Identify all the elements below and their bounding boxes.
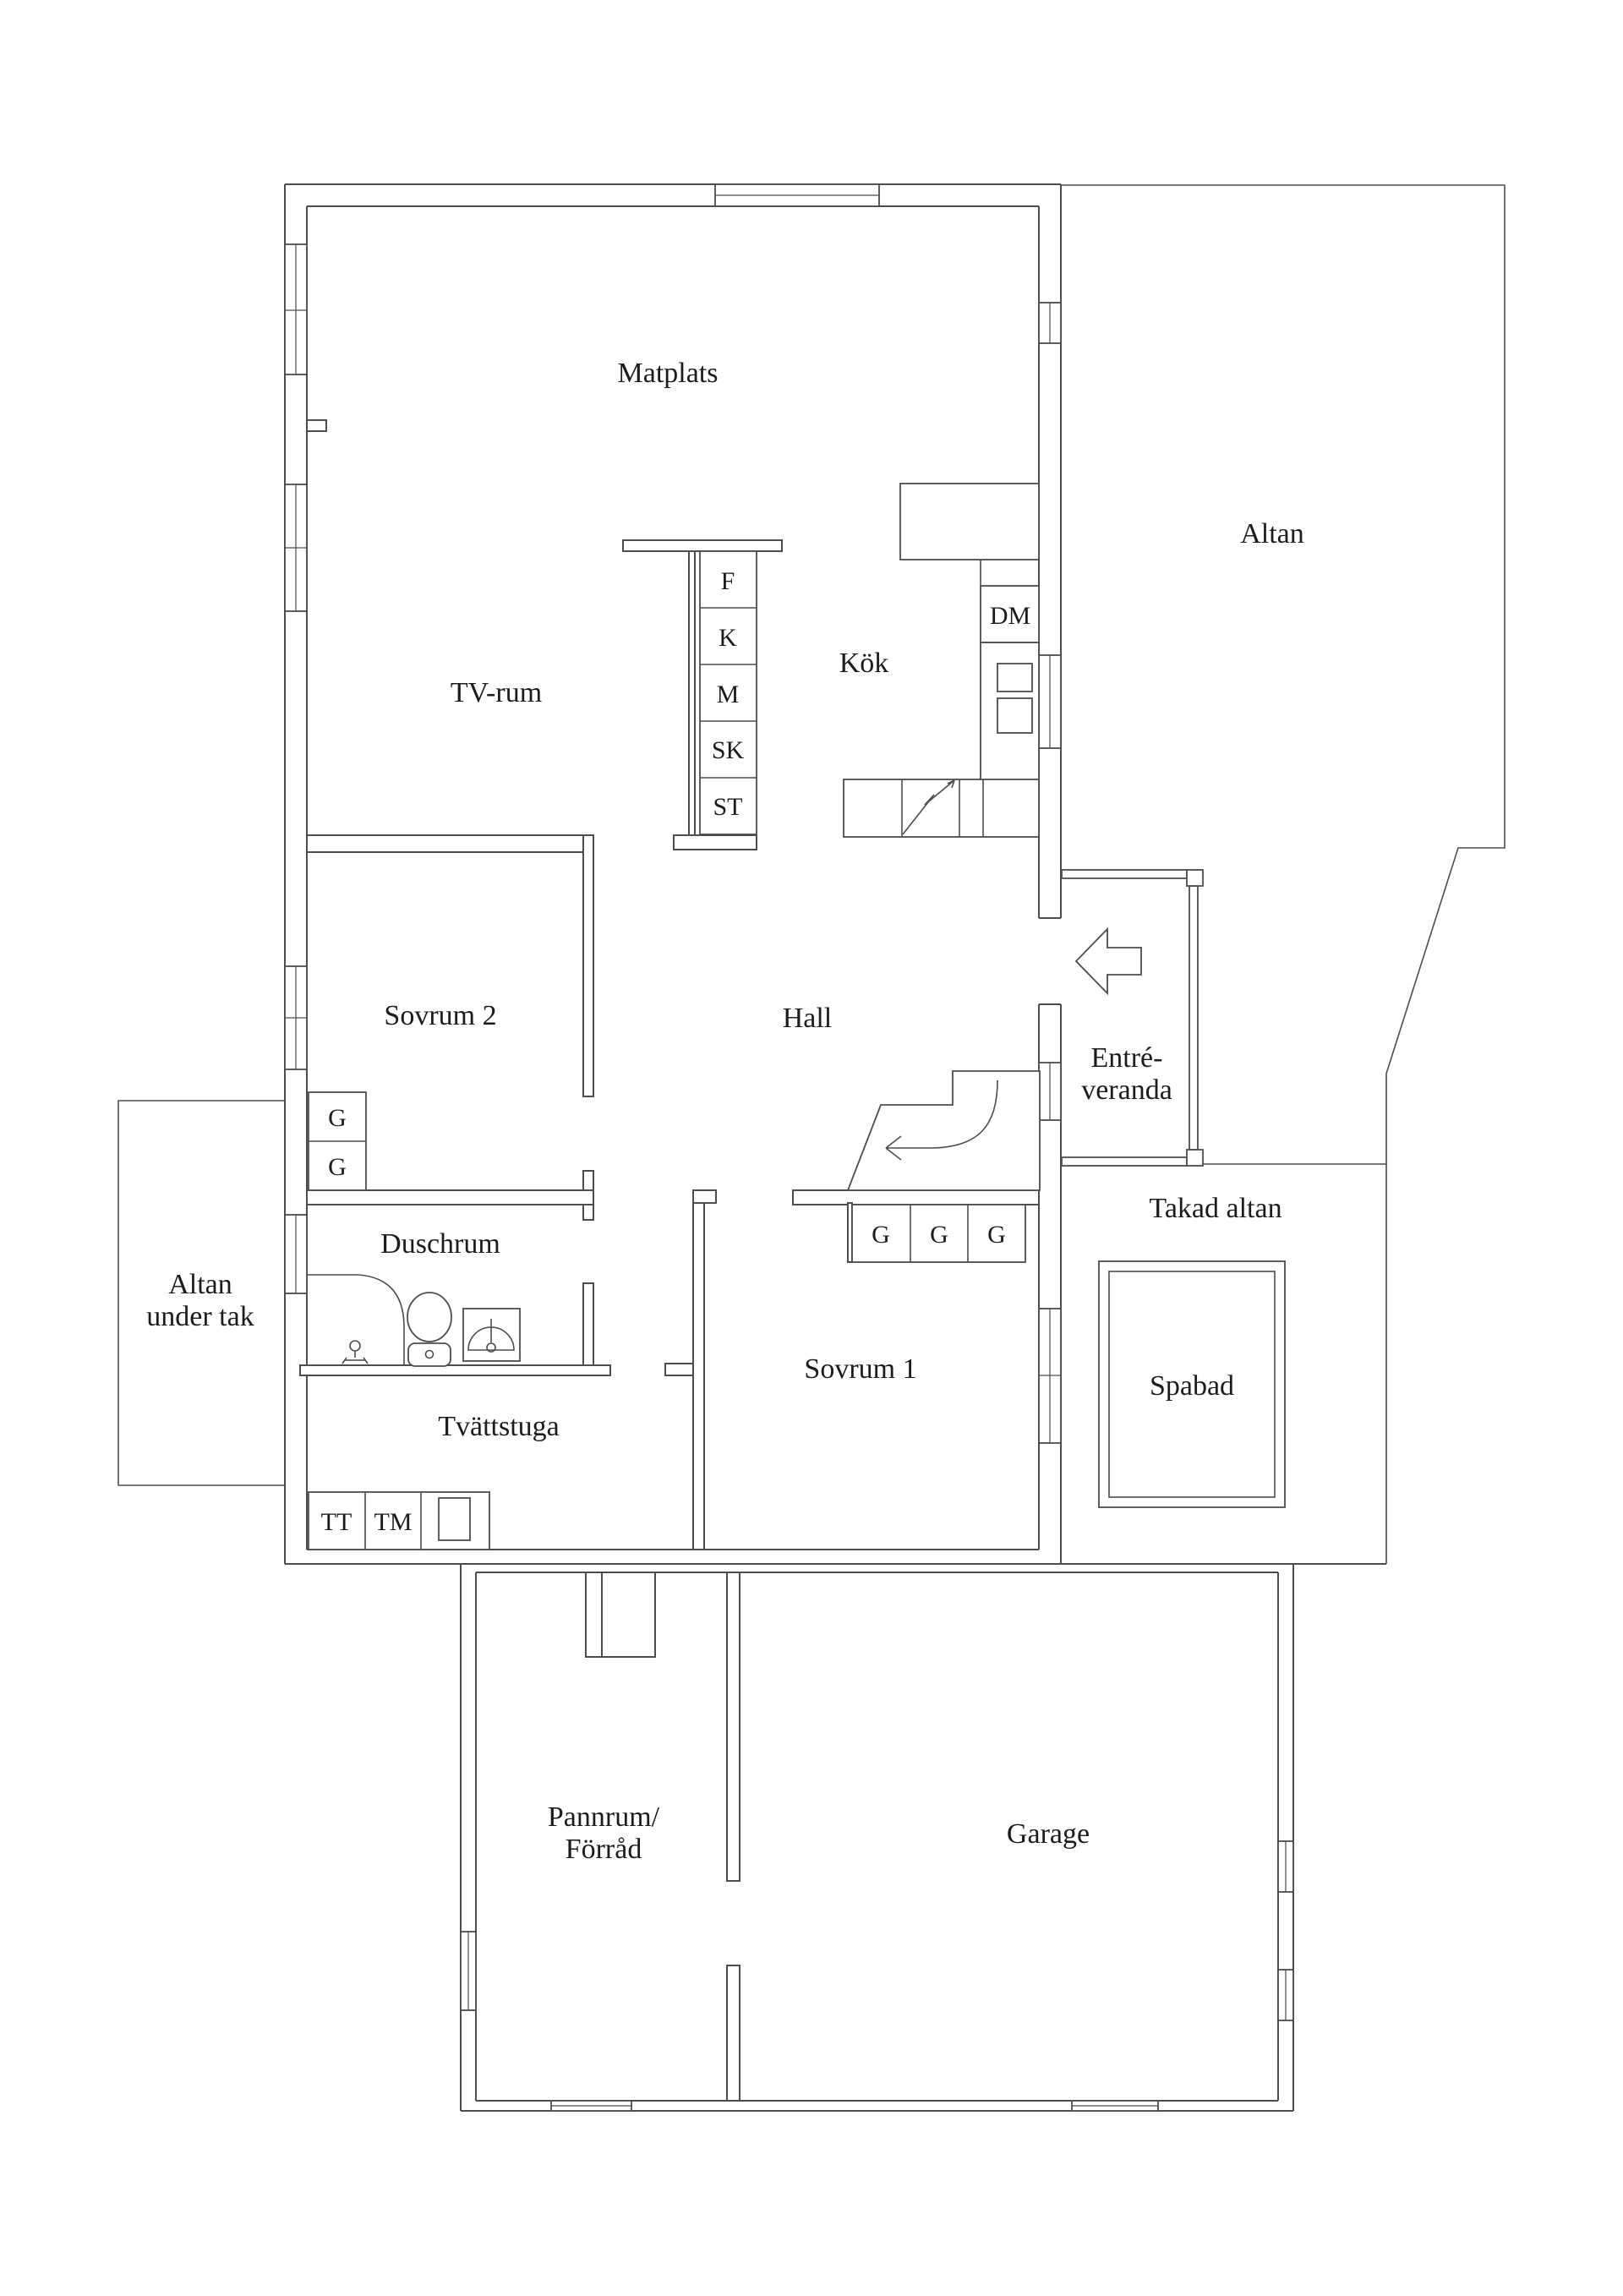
window-pannrum-left <box>460 1931 477 2011</box>
wall-cabinet-thin <box>688 550 696 836</box>
label-f: F <box>721 567 735 595</box>
label-g-hall-1: G <box>872 1221 890 1249</box>
window-garage-bottom <box>1071 2100 1159 2112</box>
window-matplats-top <box>714 183 880 207</box>
toilet-icon <box>407 1292 452 1367</box>
sink-basin-1 <box>997 663 1033 692</box>
interior-walls <box>299 539 1040 2102</box>
label-k: K <box>719 624 737 652</box>
wall-sovrum2-right <box>582 834 594 1097</box>
kitchen-counter-bottom <box>843 779 1040 838</box>
wardrobe-row-hall <box>851 1204 1026 1263</box>
room-label-tv-rum: TV-rum <box>451 677 542 708</box>
altan-outline <box>1061 184 1506 1564</box>
room-label-altan-under-tak-line2: under tak <box>146 1301 254 1332</box>
window-garage-right-1 <box>1277 1840 1294 1893</box>
wall-pannrum-garage-lower <box>726 1965 740 2102</box>
room-labels: Matplats TV-rum Kök Altan Sovrum 2 Hall … <box>146 358 1304 1865</box>
label-st: ST <box>713 793 742 821</box>
room-label-sovrum2: Sovrum 2 <box>384 1000 496 1031</box>
kitchen-island <box>899 483 1040 560</box>
wall-tvattstuga-sovrum1 <box>692 1202 705 1550</box>
room-label-altan-under-tak-line1: Altan <box>168 1269 232 1300</box>
room-label-pannrum-line2: Förråd <box>566 1834 642 1865</box>
fixture-labels: DM F K M SK ST G G G G G TT TM <box>321 567 1031 1536</box>
room-label-duschrum: Duschrum <box>380 1228 500 1260</box>
room-label-tvattstuga: Tvättstuga <box>438 1411 560 1442</box>
shower-icon <box>342 1340 369 1364</box>
label-g-hall-3: G <box>987 1221 1006 1249</box>
room-label-entre-line2: veranda <box>1081 1074 1172 1106</box>
sink-basin-2 <box>997 697 1033 734</box>
entrance-door-jambs <box>1039 917 1061 1005</box>
stairs <box>846 1070 1041 1191</box>
window-sovrum1-right <box>1038 1308 1062 1444</box>
wall-stub <box>306 419 327 432</box>
wall-cabinet-bottom-flange <box>673 834 757 850</box>
altan-under-tak-outline <box>117 1100 285 1486</box>
cabinet-column <box>699 550 757 835</box>
room-label-takad-altan: Takad altan <box>1149 1193 1281 1224</box>
wall-cabinet-top-flange <box>622 539 783 552</box>
veranda-post-top <box>1186 869 1204 887</box>
veranda-rail-bottom <box>1061 1156 1188 1167</box>
label-tt: TT <box>321 1508 352 1536</box>
label-m: M <box>717 681 740 708</box>
window-matplats-left <box>284 243 308 375</box>
wall-divider-cap <box>692 1189 717 1204</box>
window-garage-right-2 <box>1277 1969 1294 2021</box>
room-label-spabad: Spabad <box>1150 1370 1234 1402</box>
stairs-direction-arrow <box>885 1080 998 1161</box>
window-kok-right <box>1038 654 1062 749</box>
spa-bath <box>1098 1260 1286 1508</box>
wall-hall-bottom <box>792 1189 1040 1205</box>
wall-duschrum-right <box>582 1282 594 1366</box>
shower-enclosure <box>307 1274 405 1365</box>
window-tvrum-left <box>284 484 308 612</box>
stove-icon <box>902 779 955 835</box>
label-g-sovrum2-2: G <box>328 1153 347 1181</box>
bathroom-fixtures <box>307 1274 521 1367</box>
room-label-altan: Altan <box>1240 518 1304 549</box>
room-label-sovrum1: Sovrum 1 <box>804 1353 916 1385</box>
label-g-sovrum2-1: G <box>328 1104 347 1132</box>
veranda-rail-top <box>1061 869 1188 879</box>
closets <box>308 1091 1026 1550</box>
window-duschrum-left <box>284 1214 308 1294</box>
chimney <box>585 1572 656 1658</box>
wall-duschrum-bottom <box>299 1364 611 1376</box>
room-label-kok: Kök <box>839 648 889 679</box>
windows <box>284 183 1294 2112</box>
room-label-entre-line1: Entré- <box>1091 1042 1163 1074</box>
wall-sovrum2-bottom <box>306 1189 594 1205</box>
label-g-hall-2: G <box>930 1221 948 1249</box>
sink-icon <box>462 1308 521 1362</box>
room-label-garage: Garage <box>1007 1818 1090 1850</box>
kitchen-fixtures <box>699 483 1040 838</box>
label-dm: DM <box>990 602 1030 630</box>
wall-sovrum2-top <box>306 834 584 853</box>
veranda-rail-right <box>1189 885 1199 1151</box>
window-sovrum2-left <box>284 965 308 1070</box>
room-label-hall: Hall <box>783 1003 833 1034</box>
window-kok-right-upper <box>1038 302 1062 344</box>
dishwasher-box <box>980 585 1040 643</box>
room-label-pannrum-line1: Pannrum/ <box>548 1801 660 1833</box>
wall-tvattstuga-door-jamb <box>664 1363 694 1376</box>
label-tm: TM <box>374 1508 413 1536</box>
veranda-post-bottom <box>1186 1149 1204 1167</box>
wall-pannrum-garage-upper <box>726 1572 740 1882</box>
label-sk: SK <box>712 736 745 764</box>
window-pannrum-bottom <box>550 2100 632 2112</box>
exterior-walls <box>284 183 1386 2112</box>
room-label-matplats: Matplats <box>618 358 719 389</box>
entrance-arrow-icon <box>1074 927 1142 996</box>
entre-veranda-structure <box>1061 869 1204 1167</box>
window-veranda-wall <box>1038 1062 1062 1121</box>
laundry-sink <box>438 1497 471 1541</box>
